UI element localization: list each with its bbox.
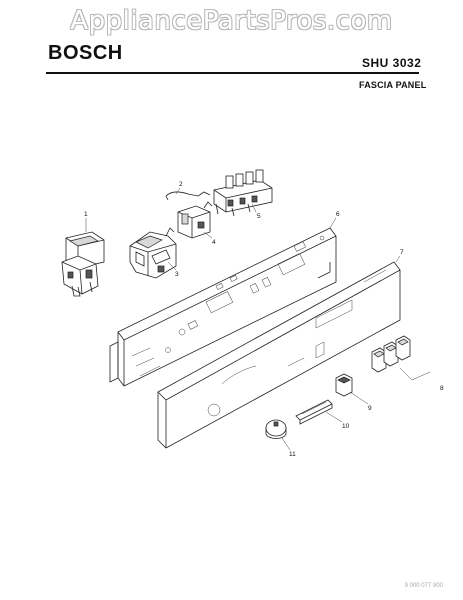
part-1-module	[61, 231, 105, 297]
part-10-light-guide	[295, 399, 333, 425]
callout-8: 8	[440, 385, 444, 392]
callout-6: 6	[336, 211, 340, 218]
part-4-relay-block	[177, 201, 213, 239]
watermark-text: AppliancePartsPros.com	[70, 6, 393, 36]
callout-3: 3	[175, 271, 179, 278]
brand-logo: BOSCH	[48, 42, 123, 64]
callout-9: 9	[368, 405, 372, 412]
section-title: FASCIA PANEL	[359, 80, 427, 90]
leader-lines	[85, 187, 401, 451]
part-5-switch-bank	[213, 169, 273, 217]
part-9-key-cap	[335, 373, 353, 397]
part-7-fascia-panel	[157, 261, 401, 449]
callout-11: 11	[289, 451, 296, 458]
callout-1: 1	[84, 211, 88, 218]
part-6-inner-panel	[109, 227, 337, 387]
callout-10: 10	[342, 423, 350, 430]
callout-5: 5	[257, 213, 261, 220]
model-number: SHU 3032	[362, 56, 422, 70]
callout-7: 7	[400, 249, 404, 256]
callout-2: 2	[179, 181, 183, 188]
part-2-wire-clip	[165, 191, 211, 201]
part-11-rotary-knob	[265, 419, 287, 439]
callout-4: 4	[212, 239, 216, 246]
part-3-switch-housing	[129, 227, 177, 279]
part-8-button-caps	[371, 335, 431, 381]
header-rule	[46, 72, 419, 74]
footer-document-code: 9 000 077 800	[404, 583, 443, 589]
